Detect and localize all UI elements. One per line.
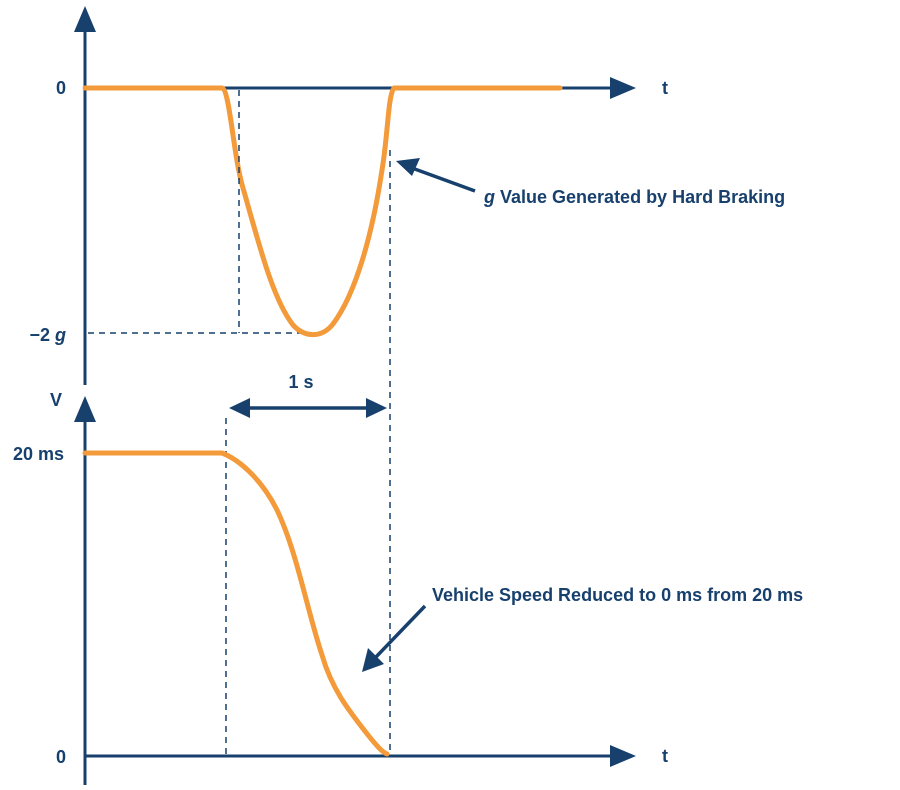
g-annotation-label: g Value Generated by Hard Braking xyxy=(483,187,785,207)
top-y-min-label-prefix: −2 xyxy=(29,325,55,345)
top-x-axis-label: t xyxy=(662,78,668,98)
g-annotation-text: Value Generated by Hard Braking xyxy=(495,187,785,207)
top-plot: 0 −2 g t g Value Generated by Hard Braki… xyxy=(29,6,785,385)
g-annotation-var: g xyxy=(483,187,495,207)
duration-label: 1 s xyxy=(288,372,313,392)
bottom-y-axis-arrow xyxy=(74,396,96,422)
time-guides xyxy=(225,90,391,756)
bottom-y-zero-label: 0 xyxy=(56,747,66,767)
bottom-x-axis-arrow xyxy=(610,745,636,767)
top-x-axis-arrow xyxy=(610,77,636,99)
bottom-x-axis-label: t xyxy=(662,746,668,766)
g-annotation-arrow xyxy=(411,166,476,193)
speed-annotation-arrowhead xyxy=(362,648,384,672)
speed-annotation-arrow xyxy=(373,604,427,660)
duration-arrow-right xyxy=(366,398,387,418)
speed-curve xyxy=(82,450,390,757)
g-annotation-arrowhead xyxy=(396,158,420,176)
duration-arrow-left xyxy=(229,398,250,418)
duration-marker: 1 s xyxy=(229,372,387,418)
g-value-curve xyxy=(82,85,563,338)
bottom-y-max-label: 20 ms xyxy=(13,444,64,464)
top-y-min-label: −2 g xyxy=(29,325,66,345)
speed-annotation-label: Vehicle Speed Reduced to 0 ms from 20 ms xyxy=(432,585,803,605)
bottom-y-axis-label: V xyxy=(50,390,62,410)
top-y-min-label-var: g xyxy=(54,325,66,345)
bottom-plot: V 20 ms 0 t Vehicle Speed Reduced to 0 m… xyxy=(13,390,803,785)
top-y-zero-label: 0 xyxy=(56,78,66,98)
top-y-axis-arrow xyxy=(74,6,96,32)
